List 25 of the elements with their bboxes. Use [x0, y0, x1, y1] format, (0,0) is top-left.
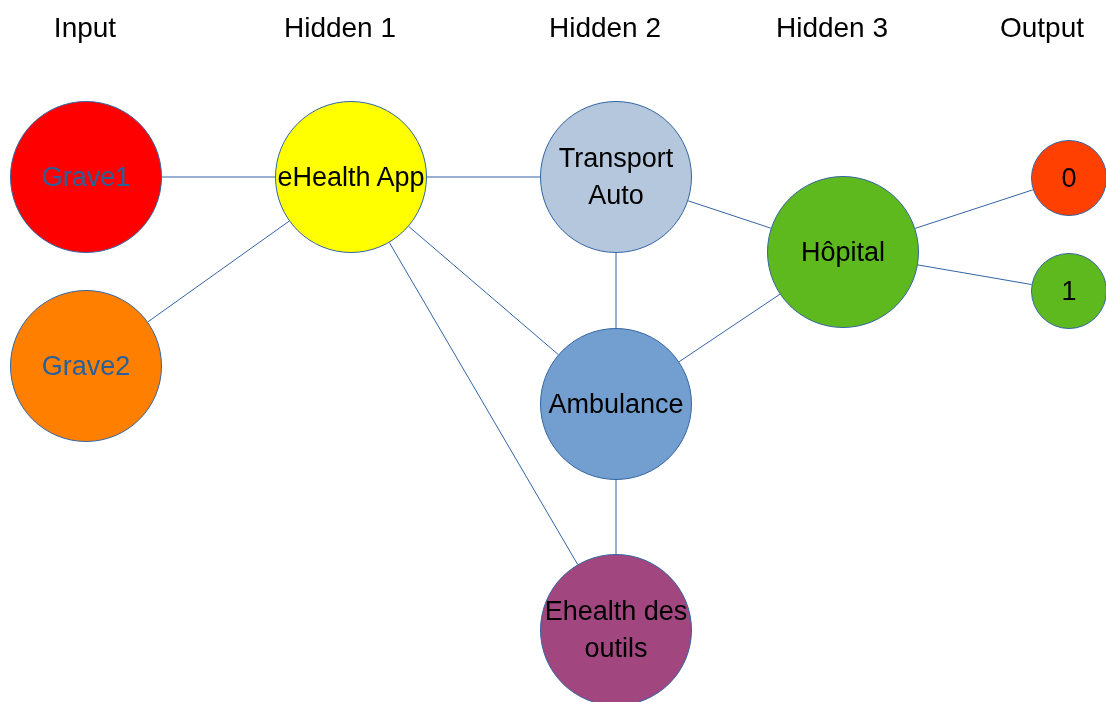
connector-line [147, 220, 290, 323]
connector-line [914, 189, 1034, 229]
node-label: Grave2 [41, 349, 131, 383]
node-label: 0 [1061, 161, 1077, 195]
connector-line [615, 479, 617, 555]
node-label: Ambulance [548, 387, 684, 421]
node-label: Transport Auto [557, 142, 675, 212]
node-label: 1 [1061, 274, 1077, 308]
connector-line [615, 252, 617, 329]
layer-heading: Input [53, 12, 117, 44]
layer-heading: Hidden 3 [775, 12, 889, 44]
node-label: Ehealth des outils [543, 595, 689, 665]
layer-heading: Output [999, 12, 1085, 44]
connector-line [687, 200, 772, 229]
node-label: Grave1 [41, 160, 131, 194]
connector-line [678, 293, 781, 363]
layer-heading: Hidden 1 [283, 12, 397, 44]
connector-line [426, 176, 541, 178]
connector-line [161, 176, 276, 178]
node-label: Hôpital [800, 235, 885, 269]
layer-heading: Hidden 2 [548, 12, 662, 44]
connector-line [917, 264, 1033, 286]
node-label: eHealth App [277, 160, 425, 194]
connector-line [388, 242, 579, 565]
connector-line [408, 225, 559, 356]
